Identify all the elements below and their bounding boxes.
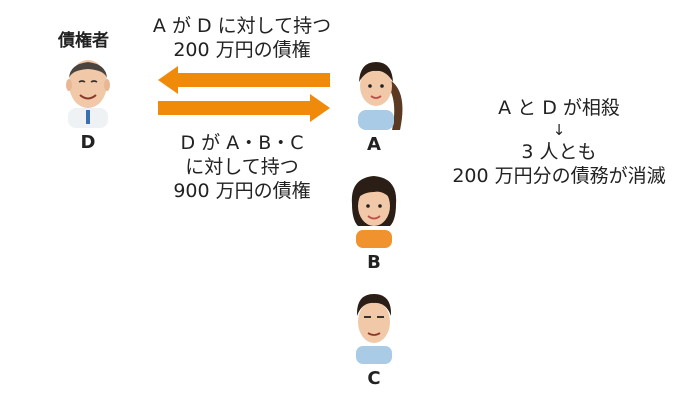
avatar-b-icon (351, 176, 397, 248)
arrow-left (158, 66, 330, 94)
arrow-right-caption: D が A・B・C に対して持つ 900 万円の債権 (142, 131, 342, 203)
arrow-right-caption-line-1: D が A・B・C (180, 132, 304, 154)
avatar-d (60, 52, 116, 128)
label-b: B (367, 252, 381, 273)
offset-note: A と D が相殺 ↓ 3 人とも 200 万円分の債務が消滅 (434, 96, 684, 188)
offset-note-line-2: 3 人とも (521, 141, 597, 163)
creditor-title: 債権者 (58, 31, 109, 51)
arrow-left-caption: A が D に対して持つ 200 万円の債権 (142, 14, 342, 62)
avatar-a (350, 52, 410, 132)
arrow-right-caption-line-2: に対して持つ (185, 156, 299, 178)
label-c: C (367, 368, 381, 389)
down-arrow-icon: ↓ (552, 121, 566, 139)
offset-note-line-1: A と D が相殺 (498, 97, 620, 119)
label-a: A (367, 134, 381, 155)
arrow-right-caption-line-3: 900 万円の債権 (173, 180, 311, 202)
avatar-c-icon (356, 294, 392, 364)
avatar-c (344, 286, 404, 364)
arrow-right (158, 94, 330, 122)
avatar-d-icon (66, 60, 110, 128)
avatar-a-icon (358, 62, 403, 130)
label-d: D (80, 132, 96, 153)
offset-note-line-3: 200 万円分の債務が消滅 (452, 165, 666, 187)
arrow-left-caption-line-2: 200 万円の債権 (173, 39, 311, 61)
avatar-b (344, 170, 404, 248)
arrow-left-caption-line-1: A が D に対して持つ (152, 15, 332, 37)
